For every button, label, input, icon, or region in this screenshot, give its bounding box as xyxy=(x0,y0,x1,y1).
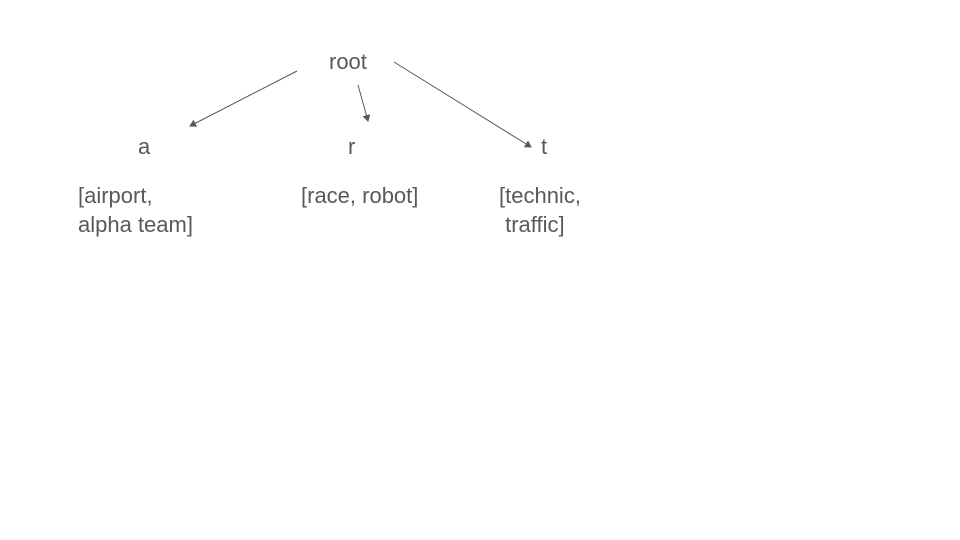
leaf-item: traffic] xyxy=(499,212,565,237)
child-node-a-label: a xyxy=(138,134,151,159)
root-node-label: root xyxy=(329,49,367,74)
child-node-t-label: t xyxy=(541,134,548,159)
edge-root-to-a xyxy=(189,70,298,127)
leaf-item: [race, robot] xyxy=(301,183,419,208)
leaf-item: [airport, xyxy=(78,183,153,208)
edge-root-to-t xyxy=(393,61,532,148)
edge-root-to-r xyxy=(357,84,371,122)
leaf-item: alpha team] xyxy=(78,212,193,237)
child-node-r-label: r xyxy=(348,134,356,159)
leaf-item: [technic, xyxy=(499,183,581,208)
leaf-list-r: [race, robot] xyxy=(301,181,418,210)
leaf-list-t: [technic, traffic] xyxy=(499,181,581,239)
leaf-list-a: [airport, alpha team] xyxy=(78,181,193,239)
